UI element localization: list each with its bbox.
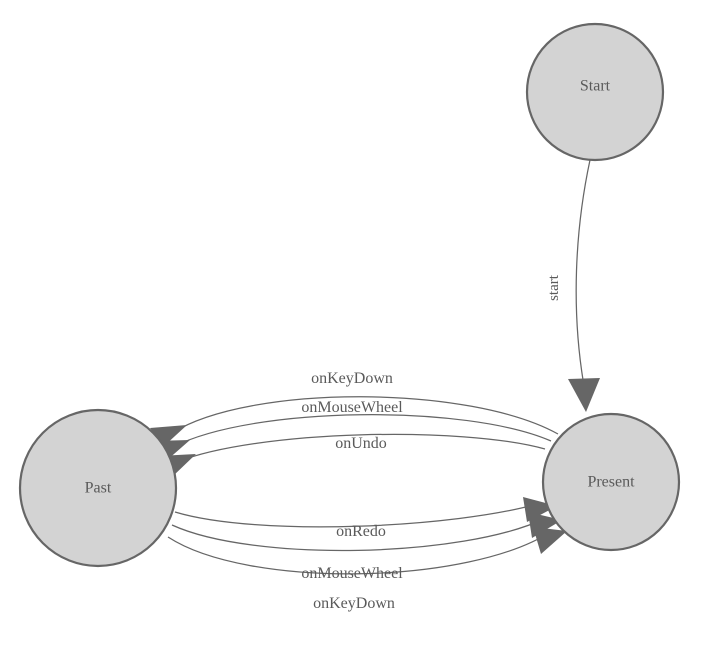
edge-path-present-past-3 [176,433,546,463]
edge-path-past-present-2 [171,517,547,552]
edge-label-past-present-2: onMouseWheel [301,565,403,582]
node-past[interactable]: Past [18,408,178,568]
node-label-past: Past [85,480,112,497]
node-label-start: Start [580,78,611,95]
edge-past-to-present-onkeydown[interactable] [167,527,567,575]
edge-label-layer: start onKeyDown onMouseWheel onUndo onRe… [301,274,562,612]
node-present[interactable]: Present [541,412,681,552]
edge-label-past-present-1: onRedo [336,523,386,540]
edge-label-present-past-2: onMouseWheel [301,399,403,416]
edge-label-present-past-3: onUndo [335,435,387,452]
edge-path-past-present-1 [174,502,542,528]
arrow-head-start-present [568,378,600,412]
edge-label-start: start [546,274,562,301]
edge-path-present-past-1 [171,396,559,435]
edge-path-start-present [575,159,591,387]
node-label-present: Present [587,474,635,491]
node-start[interactable]: Start [525,22,665,162]
edge-path-past-present-3 [167,530,553,575]
node-circle-past [18,408,178,568]
edge-layer [150,159,600,575]
edge-path-present-past-2 [172,414,552,448]
arrow-head-past-present-3 [533,527,567,554]
edge-start-to-present[interactable] [568,159,600,412]
node-circle-present [541,412,681,552]
edge-label-past-present-3: onKeyDown [313,595,395,612]
node-layer: Start Past Present [18,22,681,568]
node-circle-start [525,22,665,162]
edge-label-present-past-1: onKeyDown [311,370,393,387]
